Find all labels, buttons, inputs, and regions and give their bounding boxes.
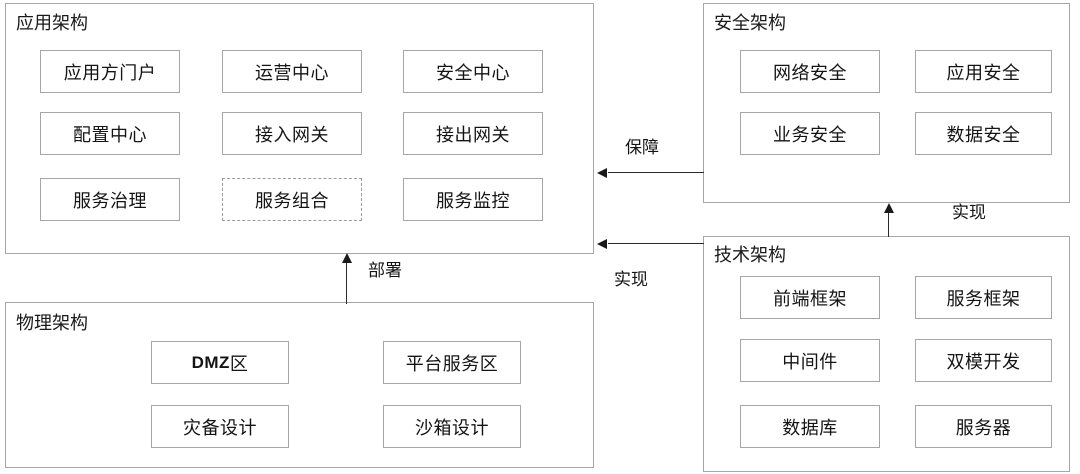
edge-technology-to-application-line: [608, 243, 704, 244]
edge-label-physical-to-application: 部署: [368, 261, 402, 280]
edge-technology-to-security-arrowhead: [884, 203, 894, 213]
edge-security-to-application-arrowhead: [597, 168, 607, 178]
panel-title-technology-architecture: 技术架构: [714, 245, 786, 265]
node-application-security[interactable]: 应用安全: [915, 50, 1052, 93]
node-business-security[interactable]: 业务安全: [740, 112, 880, 155]
node-application-portal[interactable]: 应用方门户: [40, 50, 180, 93]
node-ingress-gateway[interactable]: 接入网关: [222, 112, 362, 155]
edge-technology-to-security-line: [888, 212, 889, 237]
edge-security-to-application-line: [608, 172, 704, 173]
edge-physical-to-application-arrowhead: [342, 253, 352, 263]
panel-title-physical-architecture: 物理架构: [16, 313, 88, 333]
node-security-center[interactable]: 安全中心: [403, 50, 543, 93]
node-server[interactable]: 服务器: [915, 405, 1052, 448]
node-database[interactable]: 数据库: [740, 405, 880, 448]
node-operation-center[interactable]: 运营中心: [222, 50, 362, 93]
node-frontend-framework[interactable]: 前端框架: [740, 276, 880, 319]
node-data-security[interactable]: 数据安全: [915, 112, 1052, 155]
edge-label-technology-to-security: 实现: [952, 203, 986, 222]
node-dmz-zone-latin: DMZ: [191, 352, 230, 372]
edge-technology-to-application-arrowhead: [597, 239, 607, 249]
node-service-composition[interactable]: 服务组合: [222, 178, 362, 221]
panel-security-architecture[interactable]: [703, 3, 1070, 203]
edge-label-technology-to-application: 实现: [614, 270, 648, 289]
node-bimodal-development[interactable]: 双模开发: [915, 339, 1052, 382]
panel-title-application-architecture: 应用架构: [16, 13, 88, 33]
edge-physical-to-application-line: [346, 262, 347, 304]
node-service-monitoring[interactable]: 服务监控: [403, 178, 543, 221]
node-dmz-zone-cjk: 区: [229, 353, 249, 374]
panel-title-security-architecture: 安全架构: [714, 13, 786, 33]
node-sandbox-design[interactable]: 沙箱设计: [383, 405, 521, 448]
node-middleware[interactable]: 中间件: [740, 339, 880, 382]
node-config-center[interactable]: 配置中心: [40, 112, 180, 155]
node-service-framework[interactable]: 服务框架: [915, 276, 1052, 319]
node-platform-service-zone[interactable]: 平台服务区: [383, 341, 521, 384]
node-egress-gateway[interactable]: 接出网关: [403, 112, 543, 155]
edge-label-security-to-application: 保障: [625, 138, 659, 157]
node-disaster-recovery-design[interactable]: 灾备设计: [151, 405, 289, 448]
node-service-governance[interactable]: 服务治理: [40, 178, 180, 221]
node-network-security[interactable]: 网络安全: [740, 50, 880, 93]
